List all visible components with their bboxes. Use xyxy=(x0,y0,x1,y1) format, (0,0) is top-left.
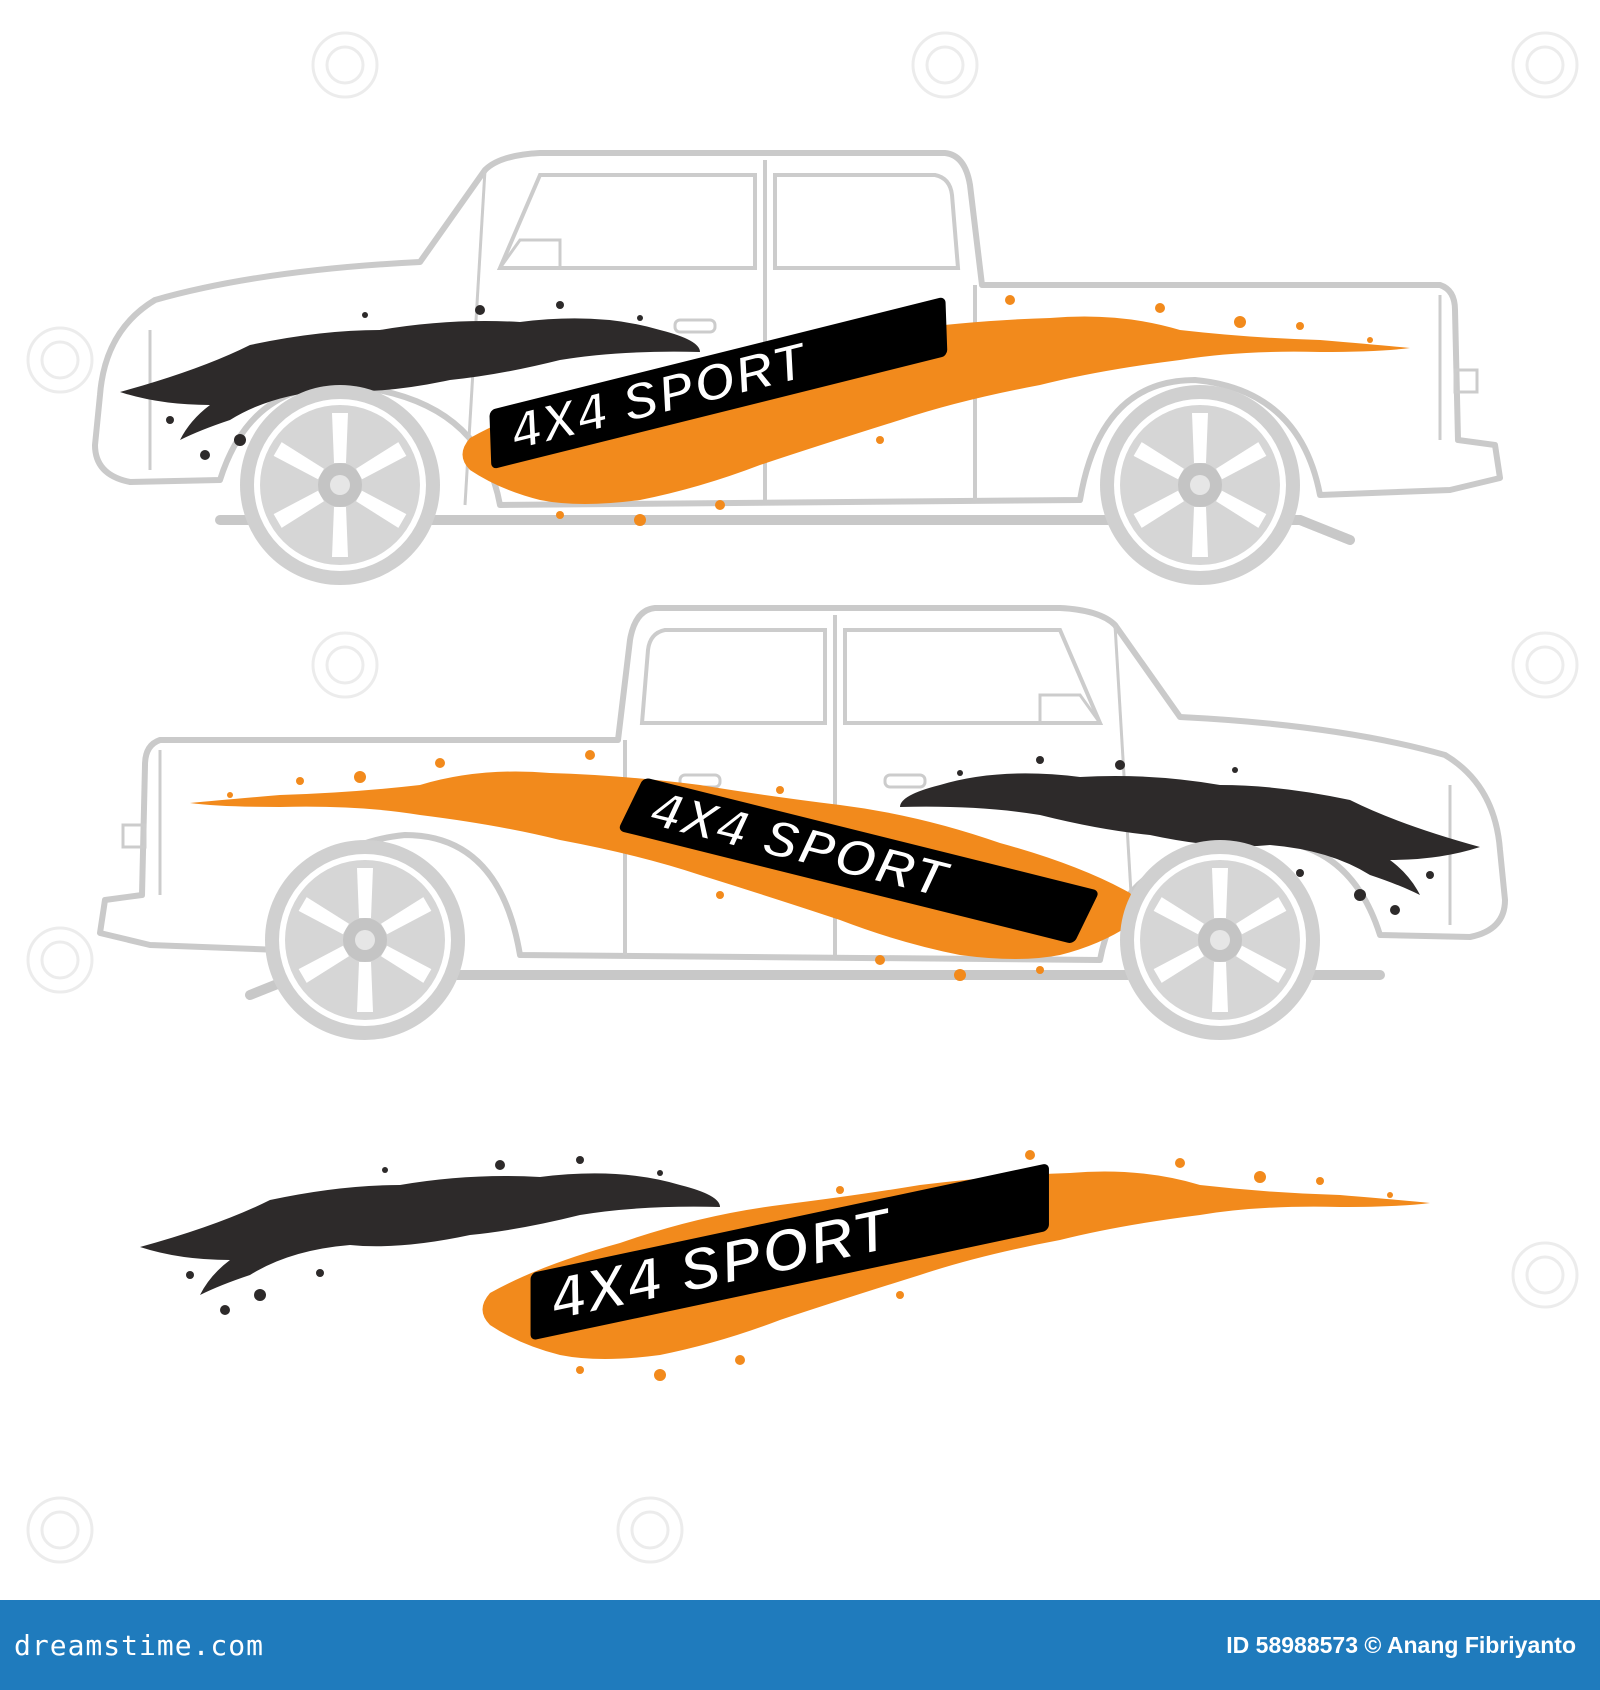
truck-decal-artwork: 4X4 SPORT 4X4 SPORT 4X4 SPORT xyxy=(26,31,1579,1564)
standalone-decal: 4X4 SPORT xyxy=(140,1150,1430,1381)
watermark-brand: dreamstime.com xyxy=(14,1628,265,1662)
truck-left-facing: 4X4 SPORT xyxy=(95,153,1500,585)
stock-id: ID 58988573 © Anang Fibriyanto xyxy=(1226,1631,1576,1658)
watermark-footer: dreamstime.com ID 58988573 © Anang Fibri… xyxy=(0,1600,1600,1690)
